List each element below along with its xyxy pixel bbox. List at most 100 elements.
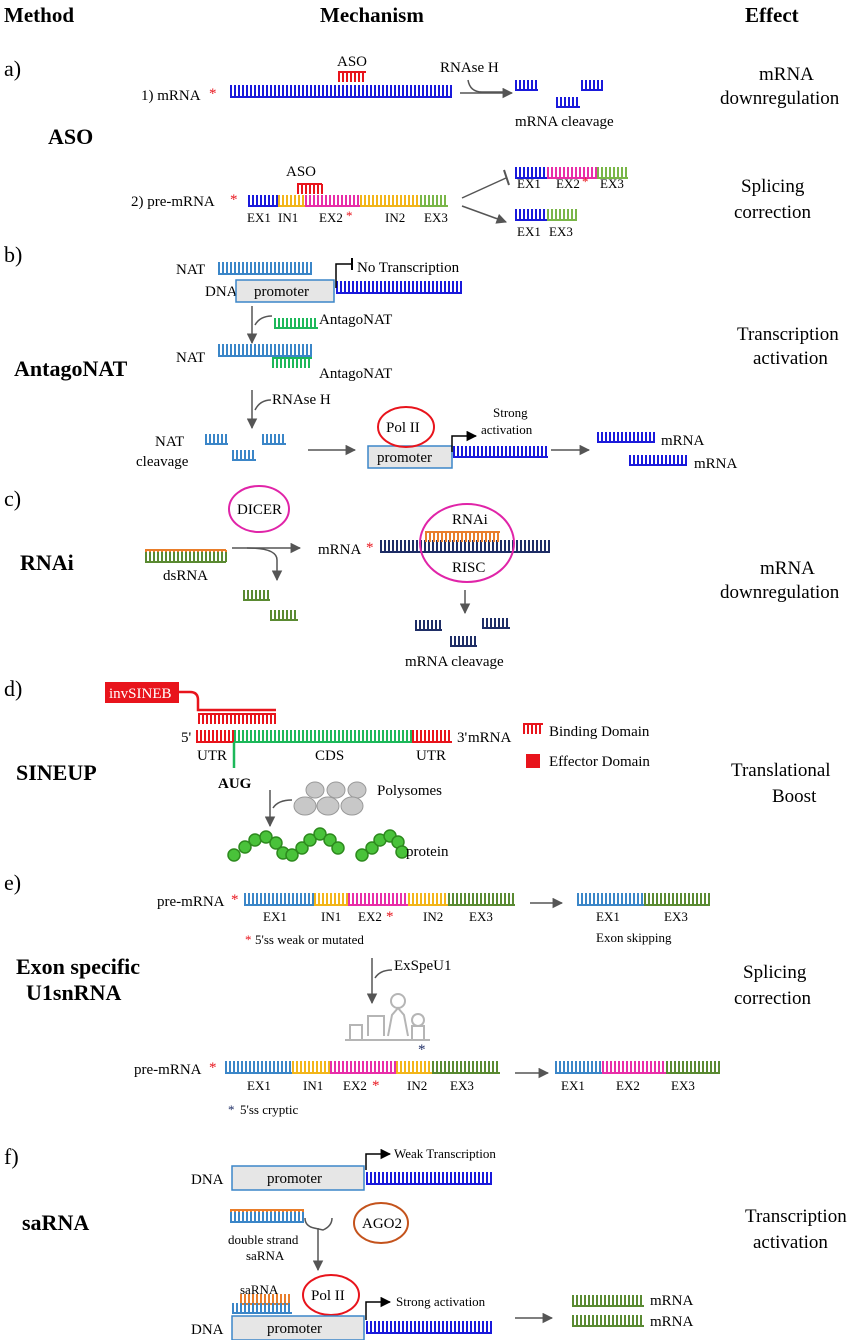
c-cfrag3 — [450, 636, 477, 647]
f-dna-strong — [366, 1321, 492, 1334]
protein-bead — [238, 840, 252, 854]
d-cds — [234, 730, 412, 743]
b-nat-label: NAT — [176, 262, 205, 278]
f-tss-arrow2 — [365, 1296, 392, 1320]
a-outA-1 — [547, 167, 597, 179]
a-step1-star: * — [209, 86, 217, 102]
b-antago-free — [274, 318, 318, 329]
f-ds-2: saRNA — [246, 1248, 285, 1263]
a-block-bar — [503, 169, 510, 186]
e-in1-b: IN1 — [303, 1078, 323, 1093]
b-pol-ellipse — [377, 406, 435, 448]
section-d-method: SINEUP — [16, 760, 97, 785]
b-promoter-label: promoter — [254, 284, 309, 300]
b-nat-label2: NAT — [176, 350, 205, 366]
protein-bead — [313, 827, 327, 841]
e-skip-ex1: EX1 — [596, 909, 620, 924]
b-natfrag2 — [262, 434, 286, 445]
e-out-1 — [602, 1061, 666, 1074]
d-legend-binding — [523, 723, 543, 734]
d-poly-label: Polysomes — [377, 783, 442, 799]
e-arrow-curve — [374, 969, 393, 979]
a-in1: IN1 — [278, 210, 298, 225]
protein-bead — [285, 848, 299, 862]
b-antago-label1: AntagoNAT — [319, 312, 392, 328]
section-a-letter: a) — [4, 56, 21, 81]
a-aso2-strand — [297, 183, 323, 194]
e-effect-1: Splicing — [743, 962, 807, 983]
a-step2-star: * — [230, 192, 238, 208]
f-pol-label: Pol II — [311, 1288, 345, 1304]
d-invsineb-box — [105, 682, 179, 703]
section-e-method-1: Exon specific — [16, 954, 140, 979]
protein-bead — [269, 836, 283, 850]
d-effect-2: Boost — [772, 786, 817, 807]
a-outB-ex3: EX3 — [549, 224, 573, 239]
a-premrna-1 — [278, 195, 305, 207]
e-cryptic-star: * — [228, 1102, 235, 1117]
b-promoter-box — [235, 279, 335, 303]
a-outA-star: * — [582, 174, 589, 189]
d-3p: 3' — [457, 730, 468, 746]
b-mrna2 — [629, 455, 687, 466]
a-premrna-2 — [305, 195, 360, 207]
e-ex2-star-b: * — [372, 1078, 380, 1094]
e-weak-star: * — [245, 932, 252, 947]
f-mrna-2: mRNA — [650, 1314, 694, 1330]
e-ex1-b: EX1 — [247, 1078, 271, 1093]
a-frag3 — [556, 97, 580, 108]
c-effect-1: mRNA — [760, 558, 815, 579]
b-arrow1-curve — [254, 315, 273, 326]
b-tss-bent — [335, 263, 352, 288]
e-pre2-2 — [330, 1061, 396, 1074]
c-mrna-star: * — [366, 540, 374, 556]
a-aso-label: ASO — [337, 54, 367, 70]
f-promoter-box2 — [231, 1315, 365, 1340]
e-pre2-1 — [292, 1061, 330, 1074]
e-skip-1 — [644, 893, 710, 906]
a-outB-0 — [515, 209, 547, 221]
b-mrna-2: mRNA — [694, 456, 738, 472]
a-premrna-0 — [248, 195, 278, 207]
section-d-letter: d) — [4, 676, 22, 701]
e-out-ex1: EX1 — [561, 1078, 585, 1093]
f-effect-1: Transcription — [745, 1206, 847, 1227]
e-effect-2: correction — [734, 988, 812, 1009]
f-dna-top — [232, 1303, 292, 1314]
e-cryptic-mark: * — [418, 1042, 426, 1058]
a-arrow2 — [461, 205, 507, 224]
a-effect1-line1: mRNA — [759, 64, 814, 85]
c-mrna-label: mRNA — [318, 542, 362, 558]
b-rnase-label: RNAse H — [272, 392, 331, 408]
c-ds-bot — [145, 552, 227, 563]
a-step1-label: 1) mRNA — [141, 88, 201, 104]
d-utr1: UTR — [197, 748, 227, 764]
a-mrna-strand — [230, 85, 452, 98]
a-in2: IN2 — [385, 210, 405, 225]
d-aug: AUG — [218, 776, 252, 792]
b-effect-2: activation — [753, 348, 828, 369]
d-invsineb-label: invSINEB — [109, 686, 172, 702]
protein-bead — [227, 848, 241, 862]
c-frag2 — [270, 610, 298, 621]
f-promoter-2: promoter — [267, 1321, 322, 1337]
e-skip-label: Exon skipping — [596, 930, 672, 945]
e-premrna-2: pre-mRNA — [134, 1062, 202, 1078]
e-in2-b: IN2 — [407, 1078, 427, 1093]
b-tss-arrow — [451, 430, 478, 452]
e-ex3-b: EX3 — [450, 1078, 474, 1093]
e-exspe-label: ExSpeU1 — [394, 958, 452, 974]
a-rnase-curve — [467, 79, 508, 93]
d-protein-beads — [227, 827, 409, 862]
a-rnase-label: RNAse H — [440, 60, 499, 76]
header-effect: Effect — [745, 3, 799, 27]
b-natcleav-1: NAT — [155, 434, 184, 450]
d-binding — [198, 713, 276, 724]
a-frag1 — [515, 80, 538, 91]
d-utr3 — [412, 730, 452, 743]
f-ds-bot — [230, 1212, 304, 1223]
f-effect-2: activation — [753, 1232, 828, 1253]
a-outA-ex1: EX1 — [517, 176, 541, 191]
b-natfrag3 — [232, 450, 256, 461]
b-nat-top — [218, 262, 312, 275]
